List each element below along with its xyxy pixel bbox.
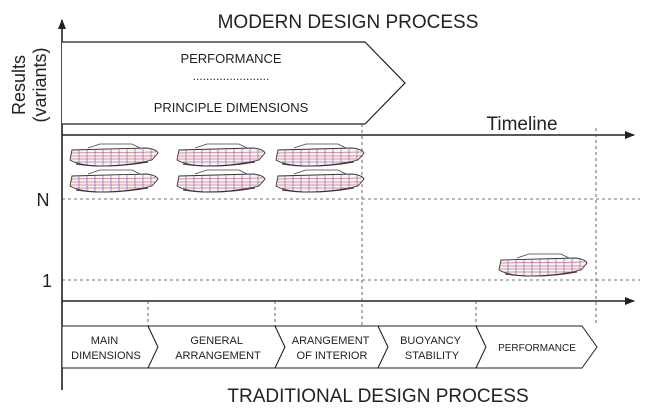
timeline-label: Timeline [486,114,557,135]
boat-icon [176,143,266,167]
modern-arrow-dots: ....................... [193,69,270,83]
boat-icon [498,253,588,277]
stage-label-general-arrangement-line1: GENERAL [190,335,242,347]
boat-icon [69,143,159,167]
boat-icon [69,169,159,193]
stage-label-main-dimensions-line1: MAIN [91,335,119,347]
traditional-variant [498,253,588,277]
y-tick-1: 1 [42,271,52,291]
modern-process-arrow [62,41,406,125]
y-axis-label-line1: Results [9,55,29,115]
stage-labels: MAIN DIMENSIONS GENERAL ARRANGEMENT ARAN… [71,335,576,362]
stage-label-general-arrangement-line2: ARRANGEMENT [175,350,261,362]
modern-arrow-bottom-label: PRINCIPLE DIMENSIONS [154,100,309,115]
stage-label-performance: PERFORMANCE [498,343,576,354]
modern-variants [69,143,365,193]
stage-label-interior-line1: ARANGEMENT [292,335,370,347]
boat-icon [275,169,365,193]
y-axis-label-sub: (variants) [30,47,50,122]
traditional-process-title: TRADITIONAL DESIGN PROCESS [227,386,528,407]
modern-arrow-top-label: PERFORMANCE [180,51,281,66]
stage-label-main-dimensions-line2: DIMENSIONS [71,350,141,362]
y-tick-n: N [37,190,50,210]
stage-label-buoyancy-line1: BUOYANCY [400,335,462,347]
boat-icon [275,143,365,167]
y-axis-label-line2: (variants) [30,47,50,122]
stage-label-performance-line1: PERFORMANCE [498,343,576,354]
stage-chevron-performance [475,325,598,369]
stage-label-interior-line2: OF INTERIOR [297,350,368,362]
y-axis-label: Results [9,55,29,115]
stage-label-main-dimensions: MAIN DIMENSIONS [71,335,141,362]
stage-label-general-arrangement: GENERAL ARRANGEMENT [175,335,261,362]
stage-label-buoyancy: BUOYANCY STABILITY [400,335,464,362]
stage-label-buoyancy-line2: STABILITY [405,350,460,362]
boat-icon [176,169,266,193]
stage-label-interior: ARANGEMENT OF INTERIOR [292,335,372,362]
stage-chevrons [61,325,598,369]
modern-process-title: MODERN DESIGN PROCESS [218,12,479,33]
